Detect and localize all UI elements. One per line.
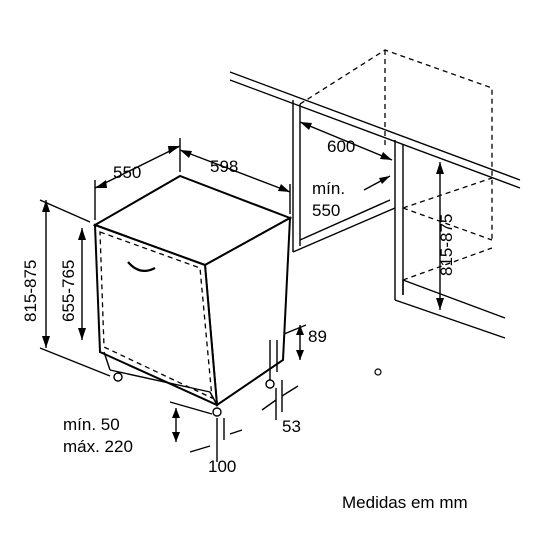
niche-height-label: 815-875 (437, 214, 456, 276)
plinth-depth-label: 53 (282, 417, 301, 436)
foot-offset-dimension (189, 418, 243, 462)
min-depth-label-line1: mín. (312, 179, 345, 198)
depth-label: 550 (113, 163, 141, 182)
plinth-depth-dimension (261, 380, 299, 420)
niche-cabinet (229, 49, 521, 339)
foot-offset-label: 100 (208, 457, 236, 476)
height-left-label: 815-875 (21, 260, 40, 322)
niche-width-dimension (299, 121, 393, 161)
height-inner-dimension (78, 228, 86, 340)
min-depth-label-line2: 550 (312, 201, 340, 220)
depth-dimension (94, 138, 181, 220)
niche-height-dimension (436, 162, 444, 310)
width-label: 598 (210, 157, 238, 176)
height-left-dimension (39, 199, 111, 377)
dishwasher-body (92, 174, 382, 417)
foot-adjust-dimension (169, 401, 213, 442)
plinth-height-dimension (283, 324, 307, 360)
height-inner-label: 655-765 (59, 260, 78, 322)
min-depth-dimension (363, 175, 391, 191)
foot-adjust-label-line1: mín. 50 (63, 415, 120, 434)
units-caption: Medidas em mm (342, 493, 468, 512)
niche-width-label: 600 (327, 137, 355, 156)
foot-adjust-label-line2: máx. 220 (63, 437, 133, 456)
plinth-height-label: 89 (308, 327, 327, 346)
width-dimension (179, 149, 291, 214)
